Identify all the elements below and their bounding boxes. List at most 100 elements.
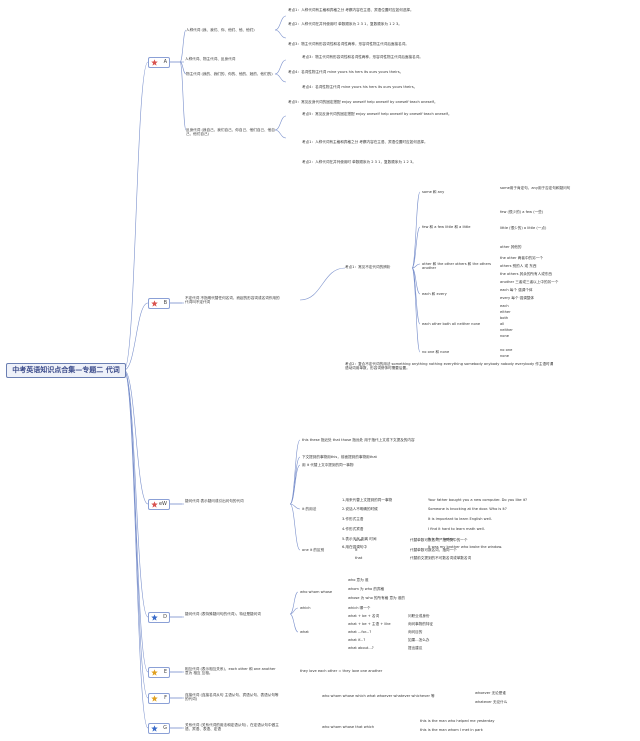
connector: [274, 115, 287, 131]
connector-lines: [123, 15, 421, 729]
a-note-extra: 考点2：人称代词在并列使用时 单数顺序为 2 3 1，复数顺序为 1 2 3。: [302, 160, 416, 164]
connector: [123, 302, 149, 371]
b-leaf: each: [500, 304, 509, 308]
a-note-extra: 考点1：人称代词有主格和宾格之分 考察内容在主语、宾语位置时应如何选择。: [302, 140, 428, 144]
g-leaf: this is the man who helped me yesterday: [420, 719, 495, 723]
c-it-item: 6.用在强调句中: [342, 545, 367, 549]
connector: [289, 464, 301, 505]
c-item: this these 指近处 that those 指远处 用于指代上文或下文提…: [302, 438, 415, 442]
b-leaf: others 别的人 或 东西: [500, 264, 537, 268]
d-item: who whom whose: [300, 590, 333, 594]
connector: [274, 15, 287, 31]
b-leaf: no one: [500, 348, 513, 352]
d-desc: 提出建议: [408, 646, 423, 650]
b-leaf: both: [500, 316, 509, 320]
star-icon: [151, 695, 158, 702]
f-mid: who whom whose which what whoever whatev…: [322, 694, 435, 698]
branch-desc: 疑问代词 (表特殊疑问句的代词)，特征是疑问词: [185, 612, 261, 616]
b-leaf: other 其他的: [500, 245, 522, 249]
a-note: 考点1：人称代词有主格和宾格之分 考察内容在主语、宾语位置时应如何选择。: [288, 8, 414, 12]
e-leaf: they love each other = they love one ano…: [300, 669, 383, 673]
c-item: it 的用法: [302, 507, 317, 511]
a-note-extra: 考点3：物主代词有形容词性和名词性两种，形容词性物主代词后面接名词。: [302, 55, 423, 59]
b-leaf: every 每个 强调整体: [500, 296, 534, 300]
c-item: 用 it 代替上文中提到的同一事物: [302, 463, 354, 467]
root-node[interactable]: 中考英语知识点合集—专题二 代词: [6, 363, 126, 378]
d-desc: 问职业或身份: [408, 614, 430, 618]
b-leaf: some用于肯定句，any用于否定句和疑问句: [500, 186, 571, 190]
connector: [411, 267, 421, 295]
branch-label: eW: [158, 501, 167, 507]
b-item: no one 和 none: [422, 350, 450, 354]
connector: [123, 369, 149, 618]
c-it-item: 5.表示天气 距离 时间: [342, 537, 377, 541]
d-desc: 询问事物的特征: [408, 622, 434, 626]
a-item: 人称代词 (我、我们、你、他们、他、他们): [186, 28, 255, 32]
star-icon: [151, 725, 158, 732]
branch-node-0[interactable]: A: [148, 57, 170, 68]
g-leaf: this is the man whom I met in park: [420, 728, 483, 732]
connector: [179, 29, 187, 63]
branch-label: E: [163, 669, 167, 675]
f-leaf: whoever 无论是谁: [475, 691, 506, 695]
d-leaf: which 哪一个: [348, 606, 371, 610]
d-item: what: [300, 630, 309, 634]
connector: [411, 226, 421, 269]
branch-node-2[interactable]: eW: [148, 499, 170, 510]
connector: [289, 503, 301, 510]
f-leaf: whatever 无论什么: [475, 700, 508, 704]
b-leaf: little (很少的) a little (一点): [500, 226, 547, 230]
connector: [411, 191, 421, 269]
b-item: some 和 any: [422, 190, 445, 194]
branch-label: A: [163, 59, 167, 65]
b-leaf: another 三者或三者以上中的另一个: [500, 280, 559, 284]
d-leaf: what + be + 名词: [348, 614, 380, 618]
c-it-item: 4.作形式宾语: [342, 527, 364, 531]
branch-label: B: [163, 300, 167, 306]
b-leaf: none: [500, 354, 509, 358]
c-it-leaf: I find it hard to learn math well.: [428, 527, 485, 531]
connector: [299, 267, 346, 301]
branch-desc: 人称代词、物主代词、反身代词: [185, 57, 236, 61]
c-it-item: 1.用来代替上文提到的同一事物: [342, 498, 393, 502]
branch-node-4[interactable]: E: [148, 667, 170, 678]
star-icon: [151, 669, 158, 676]
connector: [289, 439, 301, 505]
c-one-leaf: 代替单数可数名词，指同类中的一个: [410, 538, 468, 542]
d-desc: 询问目的: [408, 630, 423, 634]
a-note-extra: 考点4：名词性物主代词 mine yours his hers its ours…: [302, 85, 418, 89]
b-leaf: each 每个 强调个体: [500, 288, 533, 292]
branch-node-3[interactable]: D: [148, 612, 170, 623]
connector: [411, 267, 421, 353]
connector: [411, 263, 421, 269]
c-one-leaf: 代替前文提到的不可数名词或单数名词: [410, 556, 472, 560]
d-leaf: what about...?: [348, 646, 374, 650]
d-leaf: who 意为 谁: [348, 578, 369, 582]
c-it-item: 3.作形式主语: [342, 517, 364, 521]
b-leaf: the other 两者中的另一个: [500, 256, 543, 260]
branch-node-6[interactable]: G: [148, 723, 170, 734]
star-icon: [151, 501, 158, 508]
connector: [289, 456, 301, 505]
connector: [274, 59, 287, 75]
c-it-leaf: Someone is knocking at the door. Who is …: [428, 507, 507, 511]
c-it-leaf: It is fine today.: [428, 537, 455, 541]
c-one-item: that: [355, 556, 363, 560]
branch-node-5[interactable]: F: [148, 693, 170, 704]
c-one-leaf: 代替单数可数名词，指同一个: [410, 548, 457, 552]
a-note: 考点2：人称代词在并列使用时 单数顺序为 2 3 1，复数顺序为 1 2 3。: [288, 22, 402, 26]
c-it-leaf: It was my brother who broke the window.: [428, 545, 503, 549]
connector: [289, 591, 299, 615]
a-item: 反身代词 (我自己、我们自己、你自己、他们自己、他自己、他们自己): [186, 128, 275, 137]
d-item: which: [300, 606, 311, 610]
b-leaf: either: [500, 310, 511, 314]
c-it-leaf: It is important to learn English well.: [428, 517, 492, 521]
connector: [289, 503, 301, 551]
branch-label: D: [163, 614, 167, 620]
b-item: other 和 the other others 和 the others an…: [422, 262, 492, 271]
branch-node-1[interactable]: B: [148, 298, 170, 309]
d-desc: 如果...怎么办: [408, 638, 430, 642]
connector: [123, 369, 149, 505]
b-item: each other both all neither none: [422, 322, 481, 326]
